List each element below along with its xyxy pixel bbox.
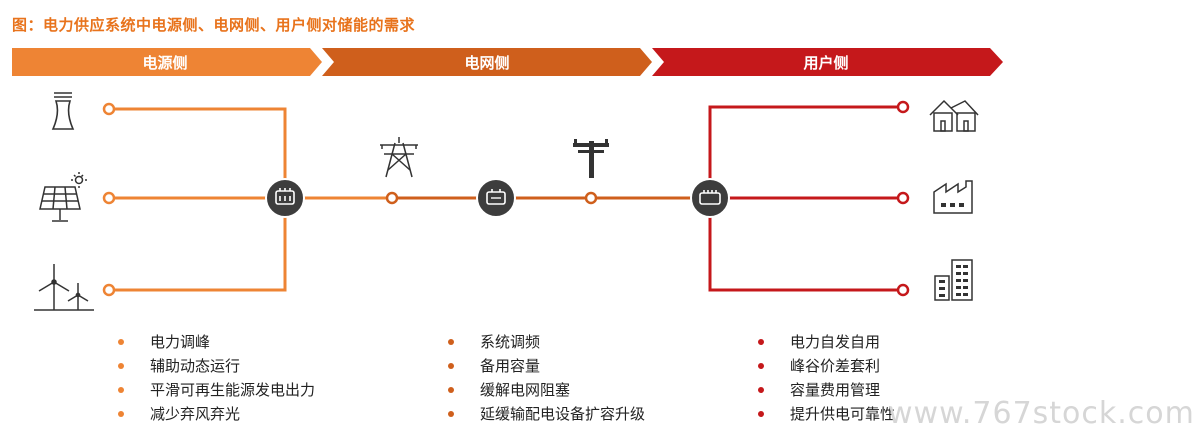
list-item: 峰谷价差套利 [758,354,895,378]
bullet-dot [448,411,454,417]
list-item: 延缓输配电设备扩容升级 [448,402,645,426]
list-item: 容量费用管理 [758,378,895,402]
bullet-dot [118,411,124,417]
bullet-dot [758,339,764,345]
bullet-dot [118,387,124,393]
storage-demand-diagram: 电源侧 电网侧 用户侧 [12,48,1003,311]
user-endpoints [896,100,910,297]
houses-icon [929,99,979,132]
distribution-pole-icon [573,139,609,178]
user-demand-list: 电力自发自用 峰谷价差套利 容量费用管理 提升供电可靠性 [758,330,895,426]
header-label-source: 电源侧 [142,54,187,72]
list-item: 电力调峰 [118,330,315,354]
source-endpoints [102,102,116,297]
source-connectors [109,107,392,292]
watermark: www.767stock.com [888,396,1195,431]
list-item: 提升供电可靠性 [758,402,895,426]
user-connectors [708,105,903,292]
bullet-dot [758,411,764,417]
list-item: 系统调频 [448,330,645,354]
bullet-dot [758,363,764,369]
list-item: 电力自发自用 [758,330,895,354]
header-label-user: 用户侧 [803,54,848,72]
header-segment-user [652,48,1003,76]
grid-endpoints [385,191,598,205]
list-item: 平滑可再生能源发电出力 [118,378,315,402]
grid-demand-list: 系统调频 备用容量 缓解电网阻塞 延缓输配电设备扩容升级 [448,330,645,426]
battery-storage-icon [690,178,730,218]
list-item: 辅助动态运行 [118,354,315,378]
battery-storage-icon [265,178,305,218]
bullet-dot [118,363,124,369]
bullet-dot [448,363,454,369]
building-icon [934,259,973,301]
factory-icon [933,180,973,214]
header-segment-grid [322,48,652,76]
list-item: 减少弃风弃光 [118,402,315,426]
source-demand-list: 电力调峰 辅助动态运行 平滑可再生能源发电出力 减少弃风弃光 [118,330,315,426]
bullet-dot [118,339,124,345]
header-segment-source [12,48,322,76]
list-item: 备用容量 [448,354,645,378]
bullet-dot [758,387,764,393]
bullet-dot [448,387,454,393]
power-plant-icon [51,92,75,130]
battery-storage-icon [476,178,516,218]
list-item: 缓解电网阻塞 [448,378,645,402]
wind-turbine-icon [34,264,94,311]
solar-panel-icon [39,172,87,222]
bullet-dot [448,339,454,345]
figure-title: 图：电力供应系统中电源侧、电网侧、用户侧对储能的需求 [12,16,416,34]
transmission-tower-icon [380,137,418,178]
header-label-grid: 电网侧 [464,54,509,72]
